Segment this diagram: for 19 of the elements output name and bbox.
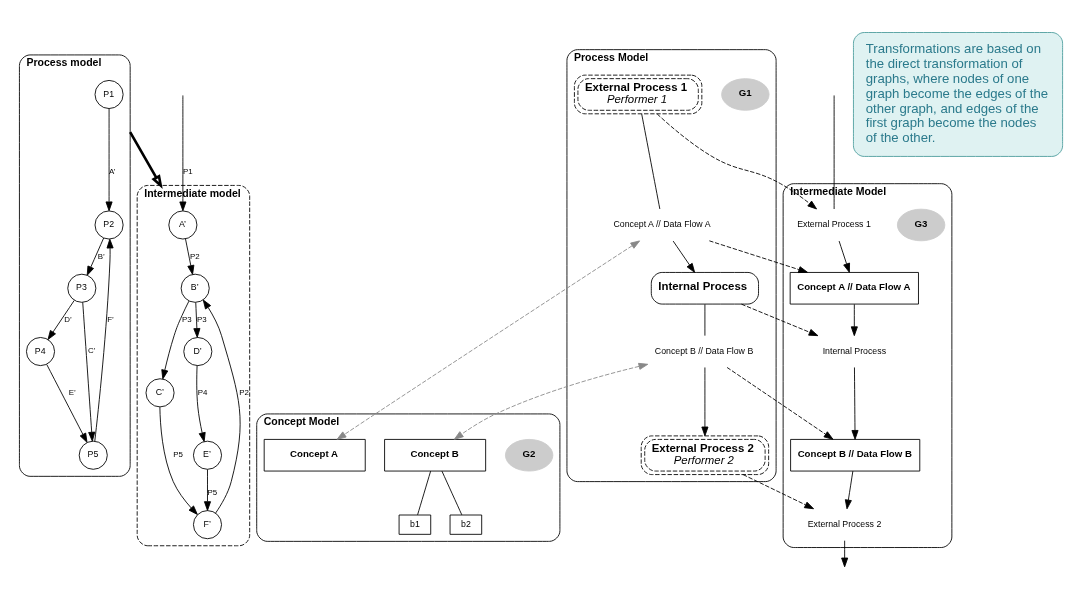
edge-label: P1 <box>182 167 193 177</box>
edge-label: A’ <box>109 167 116 177</box>
edge-label: C’ <box>87 346 96 356</box>
edge-label: P5 <box>173 450 183 460</box>
edge-label: P5 <box>207 487 218 497</box>
edge-label: E’ <box>68 387 76 397</box>
node-text: External Process 1 <box>797 219 871 230</box>
edge-label: P2 <box>189 251 200 261</box>
node-text: External Process 2 <box>807 518 882 529</box>
edge-label: B’ <box>97 251 105 261</box>
edge-label: P2 <box>239 387 249 397</box>
node-text: Internal Process <box>822 345 887 356</box>
edge-label: P3 <box>196 314 207 324</box>
edge-label: D’ <box>64 314 72 324</box>
edge-label: P3 <box>182 314 192 324</box>
node-text: Concept A // Data Flow A <box>613 219 711 230</box>
edge-label: P4 <box>197 387 208 397</box>
node-text: Concept B // Data Flow B <box>654 345 754 356</box>
edge-label: F’ <box>107 314 114 324</box>
